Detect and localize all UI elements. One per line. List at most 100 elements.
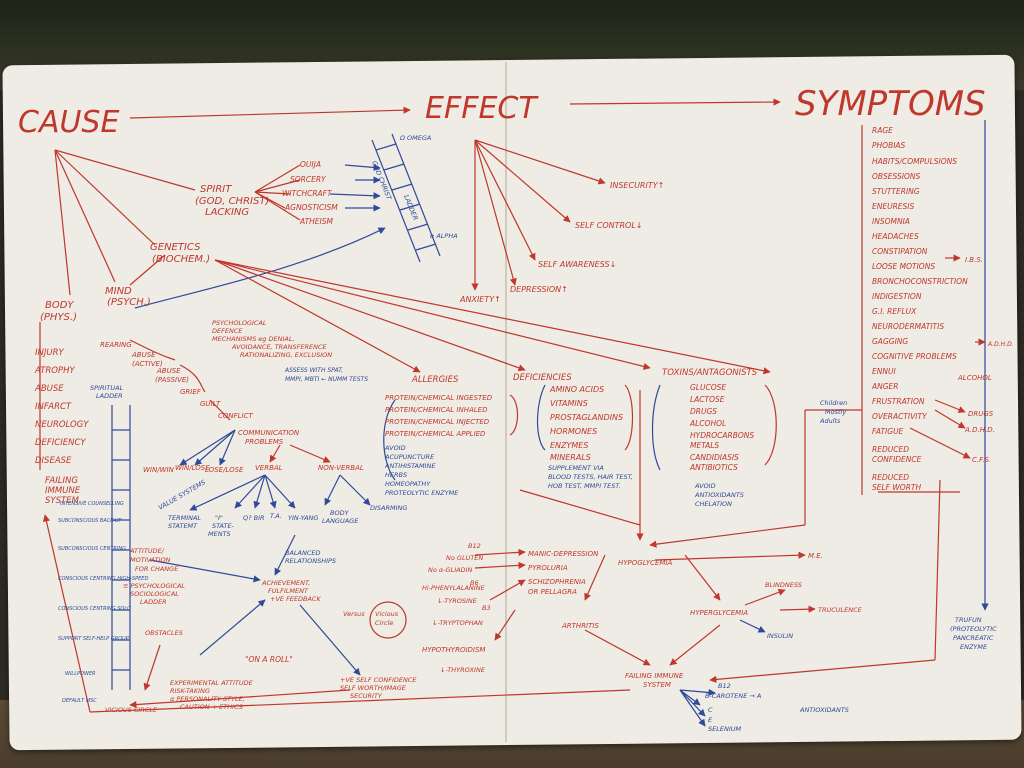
vitamin-0: B12 (718, 682, 731, 690)
symptom-6: INSOMNIA (872, 217, 910, 226)
deficiency-5: MINERALS (550, 453, 591, 462)
feedback: +VE FEEDBACK (270, 595, 321, 603)
meta-truculence: TRUCULENCE (818, 606, 863, 614)
toxin-2: DRUGS (690, 407, 717, 416)
ta: T.A. (270, 512, 282, 520)
symptom-link-adhd-1: A.D.H.D. (987, 341, 1014, 348)
toxin-0: GLUCOSE (690, 383, 726, 392)
non-verbal: NON-VERBAL (318, 464, 364, 472)
symptom-19: OVERACTIVITY (872, 412, 928, 421)
statemt: STATEMT (168, 522, 198, 530)
meta-arthritis: ARTHRITIS (561, 622, 599, 630)
symptom-4: STUTTERING (872, 187, 920, 196)
defence-2: DEFENCE (212, 327, 243, 335)
win-lose: WIN/LOSE (175, 464, 210, 472)
meta-failing-immune: FAILING IMMUNE (625, 672, 684, 680)
psych-ladder-2: SOCIOLOGICAL (130, 590, 179, 598)
versus: Versus (343, 610, 365, 618)
toxins-title: TOXINS/ANTAGONISTS (662, 368, 758, 378)
attitude-1: ATTITUDE/ (129, 547, 165, 555)
ladder-step-7: DEFAULT MSC (62, 698, 97, 704)
defence-3: MECHANISMS eg DENIAL, (212, 335, 295, 343)
psych-ladder-3: LADDER (140, 598, 167, 606)
toxin-6: CANDIDIASIS (690, 453, 739, 462)
defence-4: AVOIDANCE, TRANSFERENCE (231, 343, 327, 351)
deficiency-3: HORMONES (550, 427, 597, 436)
experimental-1: EXPERIMENTAL ATTITUDE (170, 679, 254, 687)
body-list-1: ATROPHY (34, 366, 76, 376)
occult-4: ATHEISM (299, 217, 334, 226)
abuse-passive: ABUSE (156, 367, 181, 375)
body-list-6: DISEASE (35, 456, 72, 466)
symptom-link-ibs: I.B.S. (965, 256, 983, 264)
body-list-8: IMMUNE (45, 486, 81, 496)
body-list-5: DEFICIENCY (35, 438, 86, 448)
meta-me: M.E. (808, 552, 823, 560)
symptom-list: RAGE PHOBIAS HABITS/COMPULSIONS OBSESSIO… (871, 126, 968, 492)
allergy-treat-2: ANTIHISTAMINE (384, 462, 436, 470)
psych-ladder-1: ≡ PSYCHOLOGICAL (123, 582, 185, 590)
communication-2: PROBLEMS (245, 438, 284, 446)
on-a-roll: "ON A ROLL" (245, 655, 293, 664)
allergy-treat-0: AVOID (384, 444, 406, 452)
symptom-1: PHOBIAS (872, 141, 906, 150)
symptom-7: HEADACHES (872, 232, 919, 241)
deficiency-supplement-2: BLOOD TESTS, HAIR TEST, (548, 473, 633, 481)
vicious: Vicious (375, 610, 399, 618)
assess-2: MMPI, MBTI ← NUMM TESTS (285, 376, 368, 383)
symptom-link-alcohol: ALCOHOL (957, 374, 992, 382)
allergy-treat-4: HOMEOPATHY (385, 480, 431, 488)
header-effect: EFFECT (425, 91, 539, 126)
trufun-4: ENZYME (960, 643, 988, 651)
value-systems: VALUE SYSTEMS (157, 478, 207, 511)
symptom-16: ENNUI (872, 367, 896, 376)
win-win: WIN/WIN (143, 466, 175, 474)
meta-schizophrenia: SCHIZOPHRENIA (528, 578, 586, 586)
meta-thyroxine: ↓-THYROXINE (440, 666, 486, 674)
symptom-24: SELF WORTH (872, 483, 921, 492)
vicious-circle-label: VICIOUS CIRCLE (105, 706, 158, 714)
group-adults: Adults (819, 417, 841, 425)
meta-b3: B3 (482, 604, 491, 612)
defence-5: RATIONALIZING, EXCLUSION (240, 351, 332, 359)
node-body-sub: (PHYS.) (40, 312, 77, 323)
self-confidence-1: +VE SELF CONFIDENCE (340, 676, 417, 684)
header-cause: CAUSE (18, 105, 119, 140)
self-confidence-3: SECURITY (350, 692, 383, 700)
meta-blindness: BLINDNESS (765, 581, 802, 589)
trufun-2: (PROTEOLYTIC (950, 625, 997, 633)
body-list-2: ABUSE (34, 384, 64, 394)
spiritual-ladder-2: LADDER (96, 392, 123, 400)
body-list-0: INJURY (35, 348, 64, 358)
body-list-7: FAILING (45, 476, 78, 486)
meta-pellagra: OR PELLAGRA (528, 588, 577, 596)
symptom-11: INDIGESTION (872, 292, 922, 301)
node-mind: MIND (105, 286, 132, 297)
assess-1: ASSESS WITH SPAT, (284, 367, 343, 374)
body-list-3: INFARCT (35, 402, 72, 412)
node-spirit-lacking: LACKING (205, 207, 249, 218)
meta-no-gliadin: No α-GLIADIN (428, 566, 472, 574)
node-genetics-sub: (BIOCHEM.) (152, 254, 210, 265)
occult-2: WITCHCRAFT (282, 189, 333, 198)
yin-yang: YIN-YANG (288, 514, 318, 522)
meta-tyrosine: ↓-TYROSINE (437, 597, 478, 605)
statements-2: STATE- (212, 522, 235, 530)
allergy-treat-1: ACUPUNCTURE (384, 453, 435, 461)
toxin-7: ANTIBIOTICS (689, 463, 738, 472)
ladder-step-5: SUPPORT SELF-HELP GROUP (58, 636, 129, 642)
symptom-link-drugs: DRUGS (968, 410, 994, 418)
symptom-2: HABITS/COMPULSIONS (872, 157, 957, 166)
node-spirit-sub: (GOD, CHRIST) (195, 196, 269, 207)
symptom-10: BRONCHOCONSTRICTION (872, 277, 968, 286)
meta-no-gluten: No GLUTEN (446, 554, 483, 562)
meta-hypoglycemia: HYPOGLYCEMIA (618, 559, 672, 567)
vitamin-2: C (708, 706, 713, 714)
node-body: BODY (45, 300, 74, 311)
meta-tryptophan: ↓-TRYPTOPHAN (432, 619, 483, 627)
deficiency-2: PROSTAGLANDINS (550, 413, 623, 422)
symptom-12: G.I. REFLUX (872, 307, 917, 316)
allergy-treat-3: HERBS (385, 471, 407, 479)
deficiencies-title: DEFICIENCIES (513, 373, 572, 383)
